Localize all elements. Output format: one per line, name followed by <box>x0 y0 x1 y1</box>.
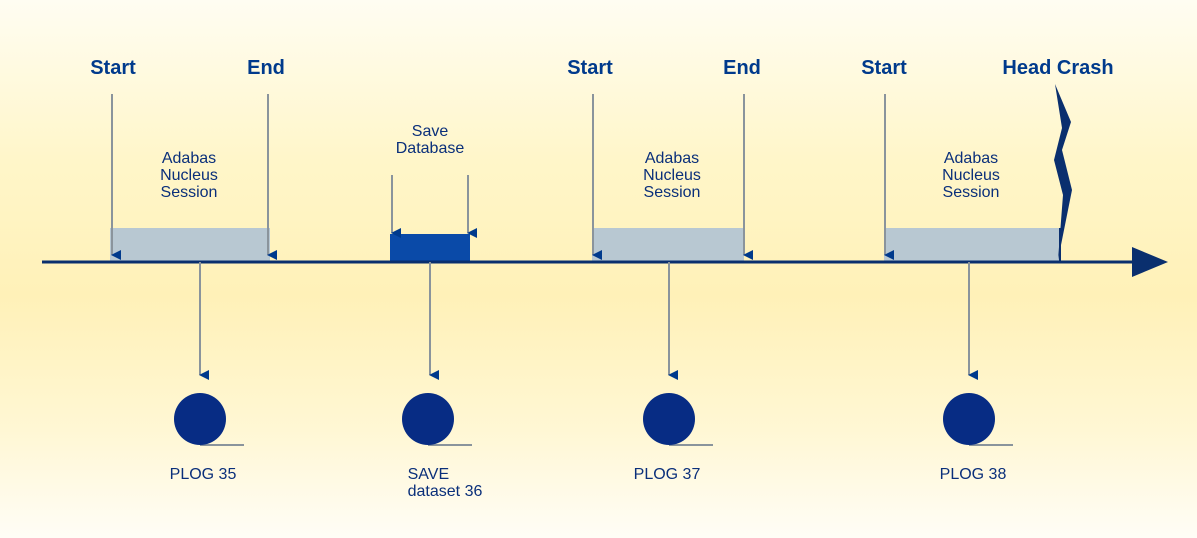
session-bar-2 <box>592 228 744 262</box>
session-1-label: Adabas Nucleus Session <box>160 150 218 201</box>
start-1-label: Start <box>90 57 136 79</box>
session-bar-3 <box>884 228 1060 262</box>
save-database-label: Save Database <box>395 123 465 157</box>
start-3-label: Start <box>861 57 907 79</box>
save-dataset-36-tape-icon <box>402 393 472 446</box>
end-2-label: End <box>723 57 761 79</box>
head-crash-lightning-icon <box>1054 84 1072 260</box>
plog-38-label: PLOG 38 <box>939 466 1007 483</box>
save-dataset-36-label: SAVE dataset 36 <box>407 466 483 500</box>
save-database-bar <box>390 234 470 262</box>
plog-37-label: PLOG 37 <box>633 466 701 483</box>
session-3-label: Adabas Nucleus Session <box>942 150 1000 201</box>
start-2-label: Start <box>567 57 613 79</box>
plog-35-tape-icon <box>174 393 244 446</box>
plog-38-tape-icon <box>943 393 1013 446</box>
timeline-arrowhead <box>1132 247 1168 277</box>
plog-37-tape-icon <box>643 393 713 446</box>
head-crash-label: Head Crash <box>1002 57 1114 79</box>
session-bar-1 <box>110 228 270 262</box>
plog-35-label: PLOG 35 <box>169 466 237 483</box>
session-2-label: Adabas Nucleus Session <box>643 150 701 201</box>
end-1-label: End <box>247 57 285 79</box>
